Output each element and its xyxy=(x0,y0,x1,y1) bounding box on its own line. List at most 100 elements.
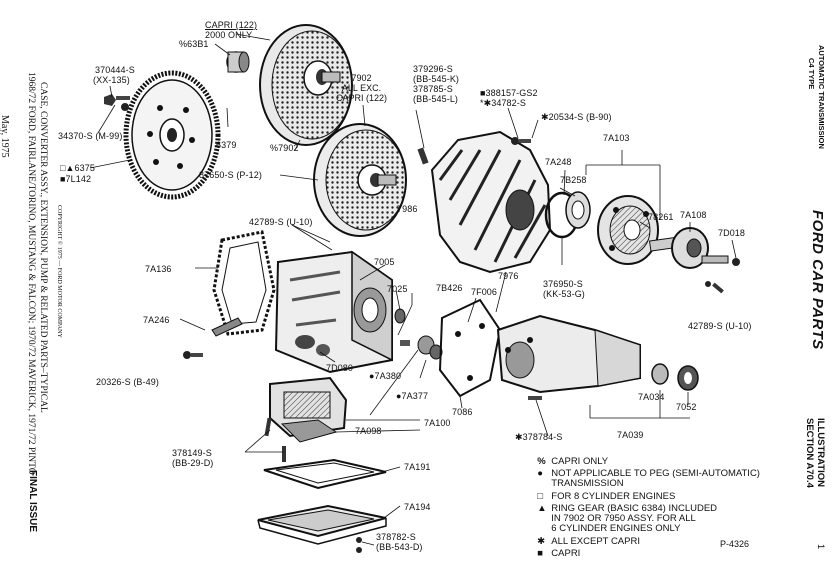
callout-7005: 7005 xyxy=(374,257,395,267)
stator-bolts xyxy=(705,281,724,294)
legend-item-ring-gear: ▲ RING GEAR (BASIC 6384) INCLUDED IN 7902… xyxy=(532,494,717,534)
extension-bushing-seal xyxy=(651,363,699,391)
callout-370444: 370444-S xyxy=(95,65,135,75)
copyright-note: COPYRIGHT © 1975 — FORD MOTOR COMPANY xyxy=(56,205,62,338)
stator-support xyxy=(648,227,740,269)
pan-bolts xyxy=(356,537,362,553)
page-number: 1 xyxy=(816,544,826,550)
callout-7A248: 7A248 xyxy=(545,157,572,167)
legend-item-capri-only: % CAPRI ONLY xyxy=(532,447,608,467)
callout-378782: 378782-S (BB-543-D) xyxy=(376,532,423,552)
callout-87650: 87650-S (P-12) xyxy=(199,170,262,180)
legend-item-all-except-capri: ✱ ALL EXCEPT CAPRI xyxy=(532,527,640,547)
extension-gasket xyxy=(438,298,502,398)
callout-7976: 7976 xyxy=(498,271,519,281)
oil-pan xyxy=(257,504,387,545)
callout-7A108: 7A108 xyxy=(680,210,707,220)
callout-7A191: 7A191 xyxy=(404,462,431,472)
callout-7B258: 7B258 xyxy=(560,175,587,185)
plate-number: P-4326 xyxy=(720,539,750,549)
transmission-case xyxy=(274,250,393,374)
callout-376950: 376950-S (KK-53-G) xyxy=(543,279,585,299)
callout-2000-only: 2000 ONLY xyxy=(205,30,253,40)
converter-housing xyxy=(430,130,552,274)
leader-lines xyxy=(89,33,737,546)
callout-7A136: 7A136 xyxy=(145,264,172,274)
capri-pilot-bushing xyxy=(226,51,250,73)
callout-7A103: 7A103 xyxy=(603,133,630,143)
callout-378149: 378149-S (BB-29-D) xyxy=(172,448,214,468)
legend-text: FOR 8 CYLINDER ENGINES xyxy=(551,491,676,502)
callout-7052: 7052 xyxy=(676,402,697,412)
callout-7B426: 7B426 xyxy=(436,283,463,293)
callout-34782: *✱34782-S xyxy=(480,98,526,108)
callout-7A100: 7A100 xyxy=(424,418,451,428)
flywheel-ring-gear xyxy=(123,70,221,200)
legend-text: ALL EXCEPT CAPRI xyxy=(551,536,640,547)
legend-item-capri: ■CAPRI xyxy=(532,539,580,559)
callout-7L142: ■7L142 xyxy=(60,174,92,184)
section-heading: AUTOMATIC TRANSMISSION xyxy=(817,45,826,149)
callout-7A098: 7A098 xyxy=(355,426,382,436)
legend-text: CAPRI ONLY xyxy=(551,456,609,467)
brand-title: FORD CAR PARTS xyxy=(809,210,826,350)
callout-78261: 78261 xyxy=(648,212,674,222)
section-subheading: C4 TYPE xyxy=(807,58,816,90)
callout-34370: 34370-S (M-99) xyxy=(58,131,123,141)
callout-7F006: 7F006 xyxy=(471,287,498,297)
callout-388157: ■388157-GS2 xyxy=(480,88,538,98)
legend-item-8-cylinder: □ FOR 8 CYLINDER ENGINES xyxy=(532,482,675,502)
legend-item-not-peg: ● NOT APPLICABLE TO PEG (SEMI-AUTOMATIC) … xyxy=(532,459,760,489)
callout-7902-capri: %7902 xyxy=(270,143,299,153)
torque-converter xyxy=(313,123,407,237)
valve-body-bolts xyxy=(264,417,286,462)
flywheel-bolts xyxy=(104,94,130,111)
callout-6375: □▲6375 xyxy=(60,163,95,173)
callout-7025: 7025 xyxy=(387,284,408,294)
section-number: SECTION A70.4 xyxy=(804,418,815,488)
callout-capri-122: CAPRI (122) xyxy=(205,20,258,30)
issue-date: May, 1975 xyxy=(0,115,10,158)
callout-378784: ✱378784-S xyxy=(515,432,563,442)
case-gasket xyxy=(212,230,276,336)
torque-converter-capri xyxy=(259,24,353,146)
pan-gasket xyxy=(263,458,387,490)
callout-379296: 379296-S (BB-545-K) 378785-S (BB-545-L) xyxy=(413,64,460,104)
callout-7086: 7086 xyxy=(452,407,473,417)
callout-6379: 6379 xyxy=(216,140,237,150)
legend-symbol: □ xyxy=(537,491,544,502)
callout-7902: 7902 ALL EXC. CAPRI (122) xyxy=(336,73,388,103)
final-issue-label: FINAL ISSUE xyxy=(27,470,38,533)
extension-housing xyxy=(496,314,641,400)
illustration-label: ILLUSTRATION xyxy=(815,418,826,487)
callout-63B1: %63B1 xyxy=(179,39,209,49)
callout-7A377: ●7A377 xyxy=(396,391,429,401)
legend-symbol: ■ xyxy=(537,548,544,559)
callout-7A039: 7A039 xyxy=(617,430,644,440)
callout-42789-upper: 42789-S (U-10) xyxy=(249,217,313,227)
models-title: 1968/72 FORD, FAIRLANE/TORINO, MUSTANG &… xyxy=(26,72,36,475)
pump-gaskets xyxy=(544,191,591,239)
front-pump-assembly xyxy=(597,195,659,265)
legend-text: RING GEAR (BASIC 6384) INCLUDED IN 7902 … xyxy=(551,503,718,534)
callout-7A194: 7A194 xyxy=(404,502,431,512)
callout-7A380: ●7A380 xyxy=(369,371,402,381)
legend-symbol: ✱ xyxy=(537,536,546,547)
callout-42789-lower: 42789-S (U-10) xyxy=(688,321,752,331)
housing-bolts xyxy=(417,137,531,165)
legend-symbol: % xyxy=(537,456,546,467)
callout-20534: ✱20534-S (B-90) xyxy=(541,112,612,122)
valve-body xyxy=(269,376,348,438)
callout-7D080: 7D080 xyxy=(326,363,354,373)
parts-title: CASE, CONVERTER ASSY., EXTENSION, PUMP &… xyxy=(38,82,48,413)
case-small-parts xyxy=(183,308,443,360)
callout-7A034: 7A034 xyxy=(638,392,665,402)
legend-text: NOT APPLICABLE TO PEG (SEMI-AUTOMATIC) T… xyxy=(551,468,760,489)
callout-7D018: 7D018 xyxy=(718,228,746,238)
callout-370444-code: (XX-135) xyxy=(93,75,130,85)
legend-symbol: ● xyxy=(537,468,544,479)
legend-symbol: ▲ xyxy=(537,503,547,514)
callout-7A246: 7A246 xyxy=(143,315,170,325)
